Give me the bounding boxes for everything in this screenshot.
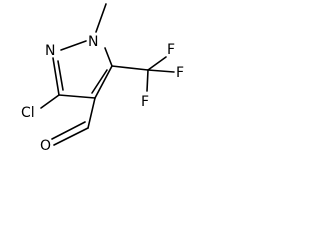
bond-c3-cl (40, 94, 60, 109)
bond-c4-cho (87, 97, 96, 129)
bond-cho-o-double (51, 121, 86, 140)
atom-label-f2: F (176, 65, 184, 81)
bond-n1-methyl (95, 3, 107, 33)
bond-c3-n2 (52, 57, 60, 96)
bond-n2-n1 (60, 40, 87, 51)
bond-c5-cf3 (111, 65, 149, 71)
bond-cho-o (53, 127, 89, 146)
atom-label-n1: N (88, 34, 98, 50)
bond-cf3-f3 (146, 69, 149, 92)
bond-c5-c4 (94, 65, 113, 99)
structure-drawing: N N Cl O F F F (21, 3, 184, 154)
bond-cf3-f1 (147, 56, 167, 71)
atom-label-f3: F (141, 94, 149, 110)
bond-cf3-f2 (147, 69, 175, 73)
bond-c3-n2-double (57, 60, 64, 91)
atom-label-f1: F (167, 42, 175, 58)
bond-c4-c3 (58, 94, 96, 99)
atom-label-cl: Cl (21, 105, 35, 121)
bond-c5-c4-double (91, 69, 108, 94)
atom-label-o: O (40, 138, 51, 154)
bond-n1-c5 (104, 47, 113, 67)
atom-label-n2: N (45, 43, 55, 59)
